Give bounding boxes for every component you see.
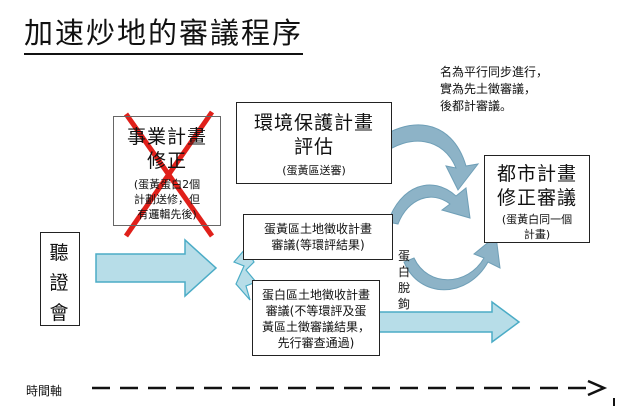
note-line: 後都計審議。	[440, 99, 513, 113]
yolk-expropriation-box: 蛋黃區土地徵收計畫 審議(等環評結果)	[243, 214, 393, 260]
white-text: 黃區土徵審議結果，	[261, 320, 370, 334]
hearing-char: 證	[49, 272, 69, 294]
note-line: 名為平行同步進行，	[440, 65, 549, 79]
main-flow-arrow	[95, 238, 218, 298]
parallel-note: 名為平行同步進行， 實為先土徵審議， 後都計審議。	[440, 64, 548, 115]
hearing-box	[40, 232, 80, 326]
urban-note: 計畫)	[523, 228, 551, 241]
hearing-char: 會	[49, 302, 69, 324]
urban-plan-box: 都市計畫 修正審議 (蛋黃白同一個 計畫)	[484, 155, 590, 243]
plan-change-note: 計劃送修，但	[134, 193, 200, 206]
decoupling-label: 蛋 白 脫 鉤	[396, 248, 412, 312]
white-text: 審議(不等環評及蛋	[265, 304, 367, 318]
decoupling-char: 蛋	[397, 249, 410, 263]
env-title: 環境保護計畫	[253, 112, 374, 134]
env-assessment-box: 環境保護計畫 評估 (蛋黃區送審)	[236, 102, 392, 184]
white-expropriation-box: 蛋白區土地徵收計畫 審議(不等環評及蛋 黃區土徵審議結果， 先行審查通過)	[252, 280, 380, 356]
page-title: 加速炒地的審議程序	[24, 14, 304, 55]
yolk-loop-arc	[387, 184, 471, 225]
white-text: 先行審查通過)	[277, 336, 355, 350]
env-to-urban-curve	[371, 124, 480, 191]
urban-title: 修正審議	[496, 187, 577, 209]
plan-change-note: (蛋黃蛋白2個	[133, 178, 201, 191]
hearing-char: 聽	[49, 242, 69, 264]
plan-change-title: 事業計畫	[126, 126, 207, 148]
urban-title: 都市計畫	[496, 163, 577, 185]
yolk-text: 蛋黃區土地徵收計畫	[263, 222, 372, 236]
decoupling-char: 鉤	[397, 297, 410, 311]
timeline-arrowhead	[587, 379, 608, 397]
env-note: (蛋黃區送審)	[282, 164, 346, 177]
decoupling-char: 脫	[397, 281, 410, 295]
env-title: 評估	[293, 136, 334, 158]
yolk-text: 審議(等環評結果)	[271, 238, 365, 252]
timeline-label: 時間軸	[26, 384, 63, 398]
note-line: 實為先土徵審議，	[440, 82, 537, 96]
plan-change-note: 有邏輯先後)	[137, 208, 197, 221]
decoupling-char: 白	[397, 265, 410, 279]
urban-note: (蛋黃白同一個	[501, 213, 573, 226]
plan-change-title: 修正	[146, 150, 187, 172]
cross-line-b	[123, 110, 215, 238]
plan-change-box: 事業計畫 修正 (蛋黃蛋白2個 計劃送修，但 有邏輯先後)	[113, 116, 221, 226]
white-text: 蛋白區土地徵收計畫	[261, 288, 370, 302]
white-exit-arrow	[377, 300, 521, 344]
loop-return-arc	[403, 235, 501, 291]
lightning-connector	[232, 246, 257, 301]
hearing-label: 聽 證 會	[47, 238, 71, 328]
